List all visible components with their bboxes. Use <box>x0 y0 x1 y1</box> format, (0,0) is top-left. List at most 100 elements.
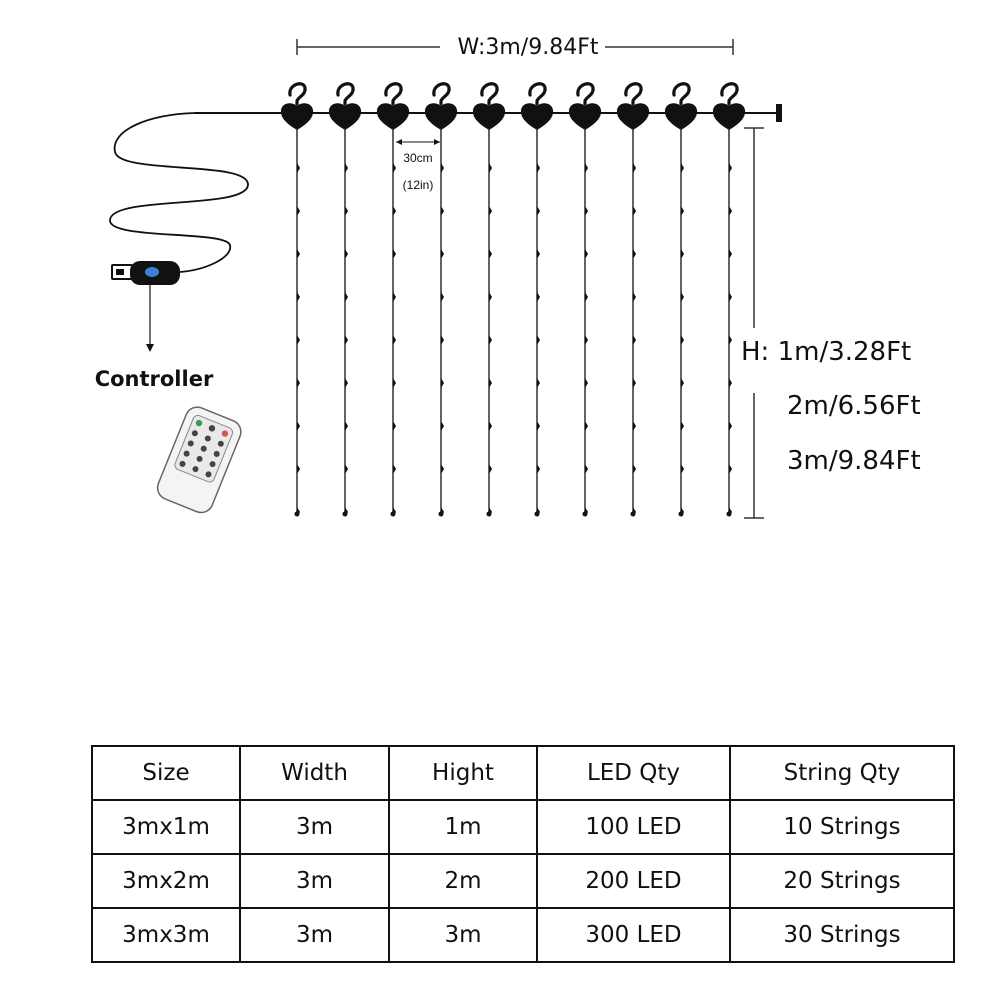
header-string-qty: String Qty <box>729 745 955 801</box>
led-bulb-icon <box>345 421 348 431</box>
string-end <box>342 511 348 517</box>
led-bulb-icon <box>633 421 636 431</box>
string-end <box>438 511 444 517</box>
led-bulb-icon <box>393 249 396 259</box>
cell-led-qty: 100 LED <box>536 799 731 855</box>
led-bulb-icon <box>585 335 588 345</box>
led-bulb-icon <box>729 292 732 302</box>
led-bulb-icon <box>729 206 732 216</box>
led-bulb-icon <box>537 421 540 431</box>
heart-clip-icon <box>616 103 650 130</box>
cell-string-qty: 20 Strings <box>729 853 955 909</box>
table-row: 3mx1m 3m 1m 100 LED 10 Strings <box>91 799 955 855</box>
led-bulb-icon <box>537 206 540 216</box>
led-bulb-icon <box>297 206 300 216</box>
led-bulb-icon <box>393 163 396 173</box>
light-strings <box>280 82 746 517</box>
light-string <box>712 82 746 517</box>
led-bulb-icon <box>585 421 588 431</box>
heart-clip-icon <box>376 103 410 130</box>
led-bulb-icon <box>489 464 492 474</box>
light-string <box>328 82 362 517</box>
led-bulb-icon <box>393 464 396 474</box>
heart-clip-icon <box>280 103 314 130</box>
spacing-label: 30cm <box>403 151 432 165</box>
led-bulb-icon <box>489 249 492 259</box>
led-bulb-icon <box>537 249 540 259</box>
cell-size: 3mx1m <box>91 799 241 855</box>
hook-icon <box>528 82 547 106</box>
led-bulb-icon <box>729 335 732 345</box>
led-bulb-icon <box>441 464 444 474</box>
hook-icon <box>432 82 451 106</box>
string-end <box>726 511 732 517</box>
light-string <box>568 82 602 517</box>
spec-table: Size Width Hight LED Qty String Qty 3mx1… <box>91 745 955 963</box>
led-bulb-icon <box>537 378 540 388</box>
led-bulb-icon <box>441 421 444 431</box>
light-string <box>472 82 506 517</box>
cell-width: 3m <box>239 799 390 855</box>
hook-icon <box>624 82 643 106</box>
cell-led-qty: 200 LED <box>536 853 731 909</box>
led-bulb-icon <box>441 292 444 302</box>
led-bulb-icon <box>585 163 588 173</box>
cell-width: 3m <box>239 907 390 963</box>
heart-clip-icon <box>664 103 698 130</box>
hook-icon <box>384 82 403 106</box>
heart-clip-icon <box>520 103 554 130</box>
led-bulb-icon <box>633 335 636 345</box>
string-end <box>486 511 492 517</box>
light-string <box>376 82 410 517</box>
led-bulb-icon <box>681 292 684 302</box>
string-end <box>294 511 300 517</box>
led-bulb-icon <box>537 163 540 173</box>
hook-icon <box>480 82 499 106</box>
cell-width: 3m <box>239 853 390 909</box>
height-label-1m: H: 1m/3.28Ft <box>741 337 911 367</box>
heart-clip-icon <box>472 103 506 130</box>
string-end <box>630 511 636 517</box>
led-bulb-icon <box>489 292 492 302</box>
led-bulb-icon <box>297 292 300 302</box>
led-bulb-icon <box>633 464 636 474</box>
led-bulb-icon <box>345 163 348 173</box>
led-bulb-icon <box>345 464 348 474</box>
led-bulb-icon <box>345 292 348 302</box>
led-bulb-icon <box>345 249 348 259</box>
led-bulb-icon <box>729 421 732 431</box>
remote-control-icon <box>156 406 242 514</box>
led-bulb-icon <box>297 378 300 388</box>
height-label-2m: 2m/6.56Ft <box>787 391 921 421</box>
led-bulb-icon <box>585 206 588 216</box>
led-bulb-icon <box>681 464 684 474</box>
led-bulb-icon <box>297 464 300 474</box>
hook-icon <box>576 82 595 106</box>
table-row: 3mx2m 3m 2m 200 LED 20 Strings <box>91 853 955 909</box>
led-bulb-icon <box>681 249 684 259</box>
heart-clip-icon <box>424 103 458 130</box>
led-bulb-icon <box>585 378 588 388</box>
led-bulb-icon <box>393 292 396 302</box>
cell-size: 3mx2m <box>91 853 241 909</box>
hook-icon <box>336 82 355 106</box>
cell-hight: 1m <box>388 799 538 855</box>
led-bulb-icon <box>729 378 732 388</box>
spacing-label-inches: (12in) <box>403 178 434 192</box>
led-bulb-icon <box>633 378 636 388</box>
led-bulb-icon <box>345 206 348 216</box>
led-bulb-icon <box>537 335 540 345</box>
table-row: 3mx3m 3m 3m 300 LED 30 Strings <box>91 907 955 963</box>
light-string <box>520 82 554 517</box>
led-bulb-icon <box>537 464 540 474</box>
led-bulb-icon <box>297 421 300 431</box>
spacing-dimension: 30cm (12in) <box>396 139 440 192</box>
string-end <box>678 511 684 517</box>
wire-end-cap <box>776 104 782 122</box>
led-bulb-icon <box>393 335 396 345</box>
led-bulb-icon <box>633 206 636 216</box>
led-bulb-icon <box>681 335 684 345</box>
led-bulb-icon <box>729 249 732 259</box>
led-bulb-icon <box>633 292 636 302</box>
